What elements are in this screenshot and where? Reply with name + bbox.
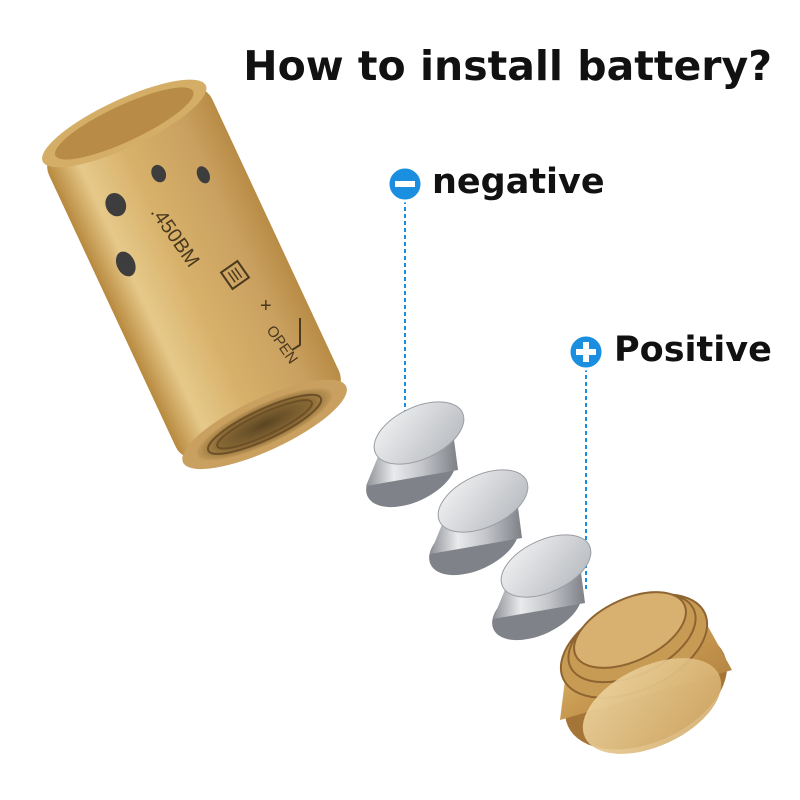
plus-circle-icon: [567, 333, 605, 371]
battery-1: [366, 401, 465, 508]
vent-hole-icon: [115, 251, 136, 277]
battery-2: [429, 469, 529, 576]
battery-3: [492, 534, 592, 641]
page-title: How to install battery?: [243, 42, 772, 90]
vent-hole-icon: [196, 166, 211, 184]
positive-label: Positive: [614, 330, 772, 370]
vent-hole-icon: [151, 164, 167, 183]
brass-end-cap: [559, 591, 732, 754]
battery-engraving-icon: [219, 259, 251, 291]
vent-hole-icon: [105, 192, 127, 217]
negative-label: negative: [432, 162, 605, 202]
minus-circle-icon: [386, 165, 424, 203]
brass-housing: .450BM + OPEN: [42, 79, 347, 470]
open-arrow-icon: [291, 318, 301, 351]
engraving-plus: +: [260, 295, 272, 317]
